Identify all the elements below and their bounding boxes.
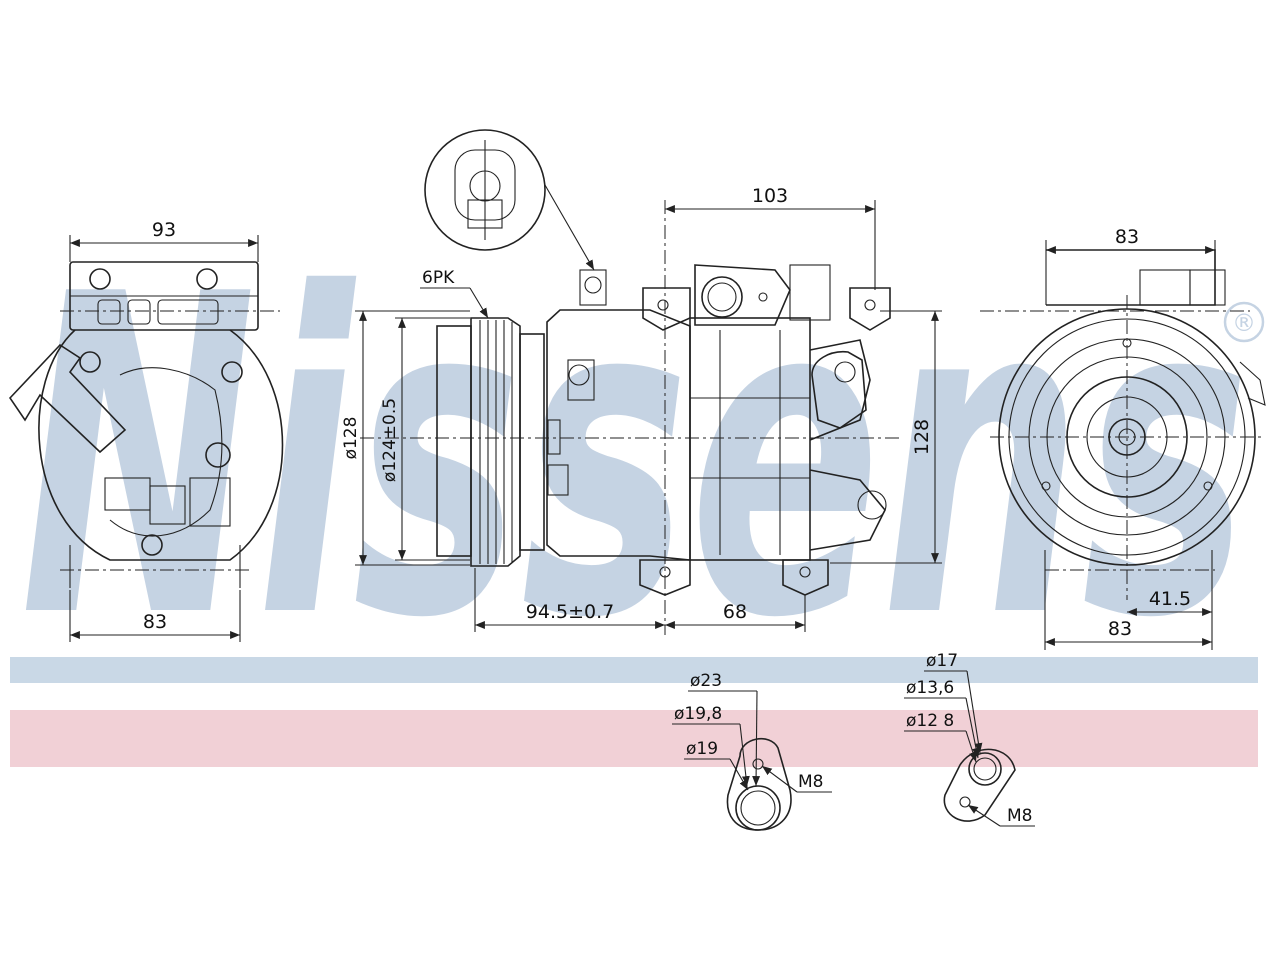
left-view: 93 83 — [8, 219, 284, 642]
right-width-bottom-label: 83 — [1108, 618, 1132, 640]
right-width-top-label: 83 — [1115, 226, 1139, 248]
top-band — [10, 657, 1258, 683]
side-view: 103 94.5±0.7 68 128 ø128 ø124±0.5 6PK — [341, 129, 1250, 635]
left-connector — [8, 343, 127, 454]
discharge-d3-label: ø12 8 — [906, 711, 954, 731]
side-height-label: 128 — [911, 419, 933, 455]
suction-fitting: ø23 ø19,8 ø19 M8 — [672, 671, 832, 831]
right-offset-label: 41.5 — [1149, 588, 1191, 610]
connector-detail-circle — [424, 129, 546, 251]
pulley-groove-diameter-label: ø124±0.5 — [380, 398, 400, 482]
suction-port — [701, 276, 743, 318]
registered-mark: ® — [1232, 309, 1256, 337]
watermark-text: Nissens — [20, 202, 1250, 714]
right-view: 83 41.5 83 — [990, 226, 1266, 650]
bottom-band — [10, 710, 1258, 767]
left-width-top-label: 93 — [152, 219, 176, 241]
pulley-diameter-label: ø128 — [341, 417, 361, 460]
discharge-d2-label: ø13,6 — [906, 678, 954, 698]
discharge-thread-label: M8 — [1007, 806, 1032, 826]
side-top-length-label: 103 — [752, 185, 788, 207]
suction-d1-label: ø23 — [690, 671, 722, 691]
left-width-bottom-label: 83 — [143, 611, 167, 633]
pulley-type-label: 6PK — [422, 268, 455, 288]
registered-circle — [1223, 301, 1265, 343]
left-housing-outline — [38, 329, 284, 561]
left-bolt-hole — [89, 268, 111, 290]
pulley — [470, 317, 521, 567]
suction-thread-label: M8 — [798, 772, 823, 792]
side-bottom-length-a-label: 94.5±0.7 — [526, 601, 614, 623]
discharge-fitting: ø17 ø13,6 ø12 8 M8 — [904, 651, 1035, 827]
suction-d3-label: ø19 — [686, 739, 718, 759]
side-bottom-length-b-label: 68 — [723, 601, 747, 623]
discharge-d1-label: ø17 — [926, 651, 958, 671]
suction-d2-label: ø19,8 — [674, 704, 722, 724]
